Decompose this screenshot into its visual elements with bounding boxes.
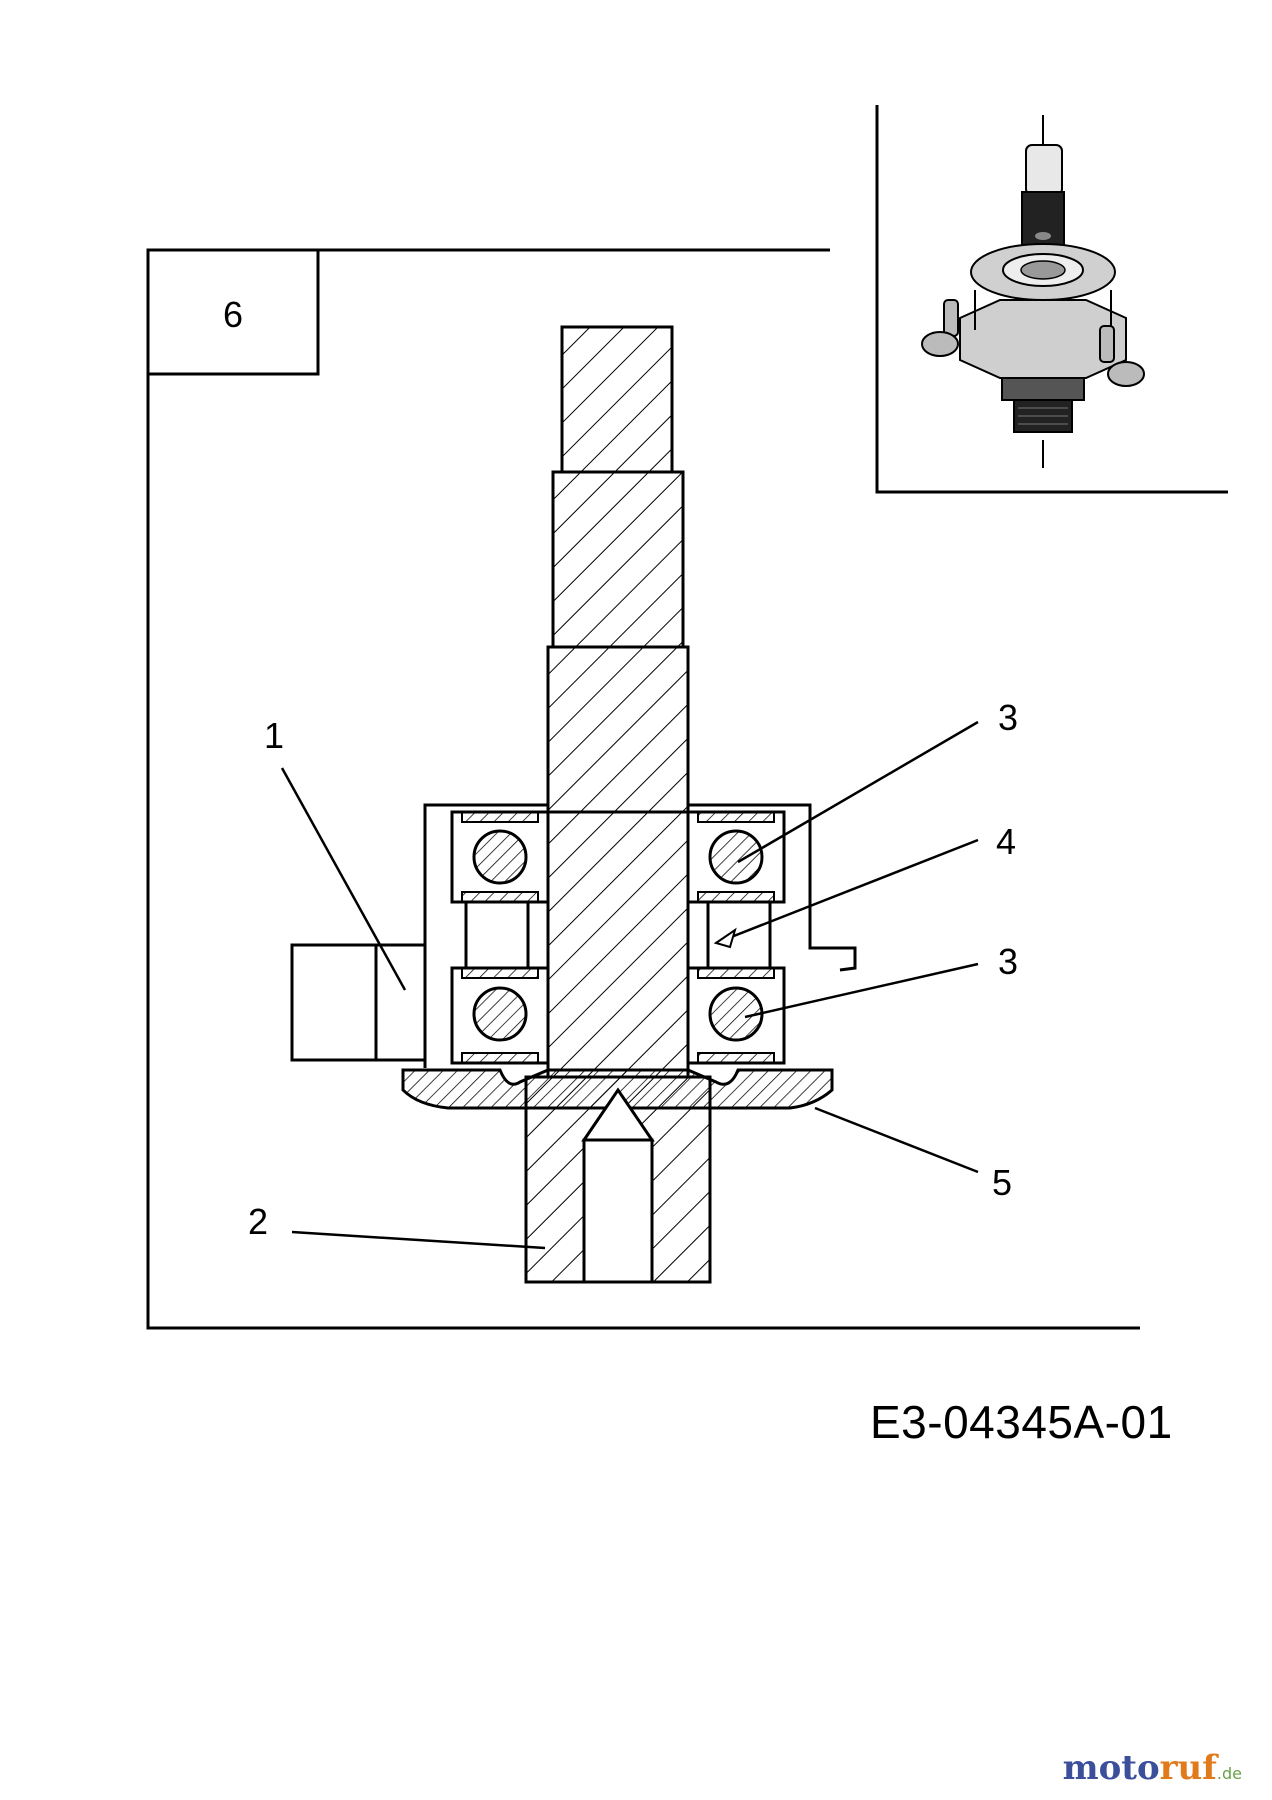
callout-2: 2 bbox=[248, 1201, 268, 1242]
section-number-box: 6 bbox=[146, 248, 320, 376]
shaft-bearing-segment bbox=[546, 810, 690, 1079]
housing bbox=[290, 803, 857, 1068]
document-id: E3-04345A-01 bbox=[870, 1396, 1173, 1448]
inset-spindle-thumbnail bbox=[921, 115, 1145, 468]
section-number: 6 bbox=[223, 294, 243, 335]
shaft-lower-segment bbox=[546, 645, 690, 814]
callout-3-upper: 3 bbox=[998, 697, 1018, 738]
shaft-top-segment bbox=[560, 325, 674, 474]
shaft-middle-segment bbox=[551, 470, 685, 649]
main-frame bbox=[146, 248, 1140, 1330]
bearing-upper-right bbox=[686, 810, 786, 904]
bearing-lower-left bbox=[450, 966, 550, 1065]
hub bbox=[524, 1075, 712, 1284]
cross-section-spindle bbox=[290, 325, 857, 1284]
bearing-lower-right bbox=[686, 966, 786, 1065]
spacer-left bbox=[464, 900, 530, 970]
callout-3-lower: 3 bbox=[998, 941, 1018, 982]
callout-5: 5 bbox=[992, 1162, 1012, 1203]
bearing-upper-left bbox=[450, 810, 550, 904]
watermark-logo: motoruf.de bbox=[1062, 1748, 1242, 1788]
callout-4: 4 bbox=[996, 821, 1016, 862]
leader-lines bbox=[280, 720, 979, 1250]
inset-frame bbox=[875, 105, 1228, 494]
callout-1: 1 bbox=[264, 715, 284, 756]
